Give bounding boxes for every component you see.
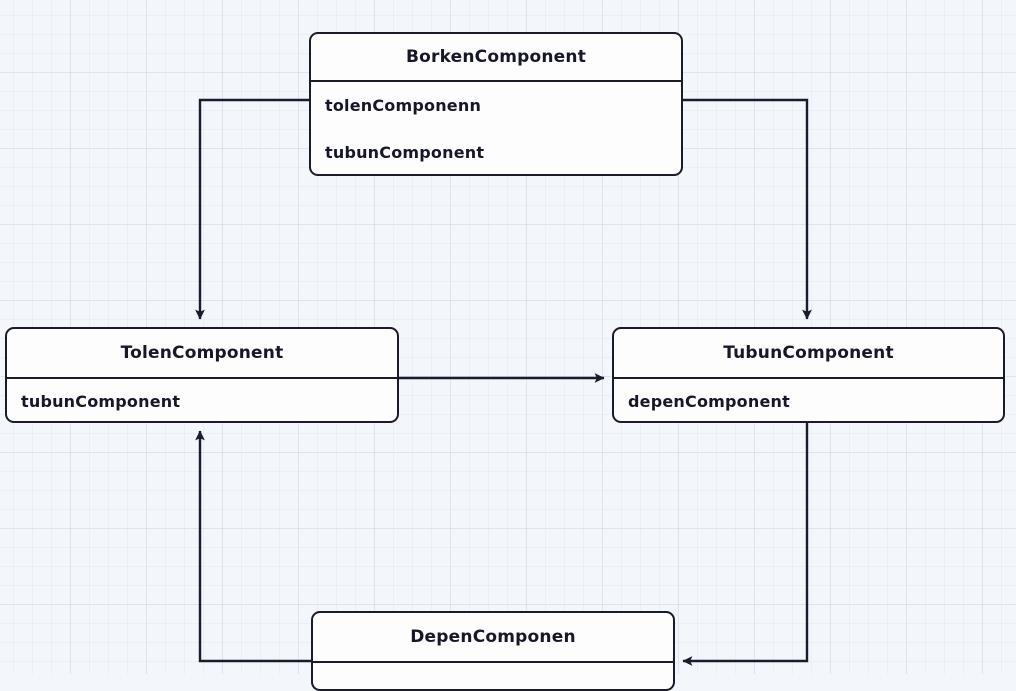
- node-tolen-row-0: tubunComponent: [21, 391, 181, 411]
- edge-tubun-to-depen: [682, 423, 809, 666]
- node-depen-component[interactable]: DepenComponen: [311, 611, 675, 691]
- node-tolen-divider: [7, 377, 397, 379]
- node-depen-row-0: [313, 663, 673, 689]
- node-depen-divider: [313, 661, 673, 663]
- edge-borken-to-tolen: [195, 98, 309, 320]
- edge-depen-to-tolen: [195, 430, 311, 663]
- node-borken-row-0: tolenComponenn: [325, 96, 482, 115]
- node-tubun-row-0: depenComponent: [628, 391, 790, 411]
- node-borken-component[interactable]: BorkenComponent tolenComponenn tubunComp…: [309, 32, 683, 176]
- node-borken-title: BorkenComponent: [405, 47, 587, 67]
- node-depen-title: DepenComponen: [410, 627, 576, 647]
- node-borken-divider: [311, 80, 681, 82]
- edge-borken-to-tubun: [683, 98, 812, 320]
- node-tolen-title: TolenComponent: [120, 343, 284, 363]
- node-tubun-title: TubunComponent: [723, 343, 894, 363]
- node-tolen-component[interactable]: TolenComponent tubunComponent: [5, 327, 399, 423]
- node-borken-row-1: tubunComponent: [325, 143, 485, 162]
- node-tubun-divider: [614, 377, 1003, 379]
- node-tubun-component[interactable]: TubunComponent depenComponent: [612, 327, 1005, 423]
